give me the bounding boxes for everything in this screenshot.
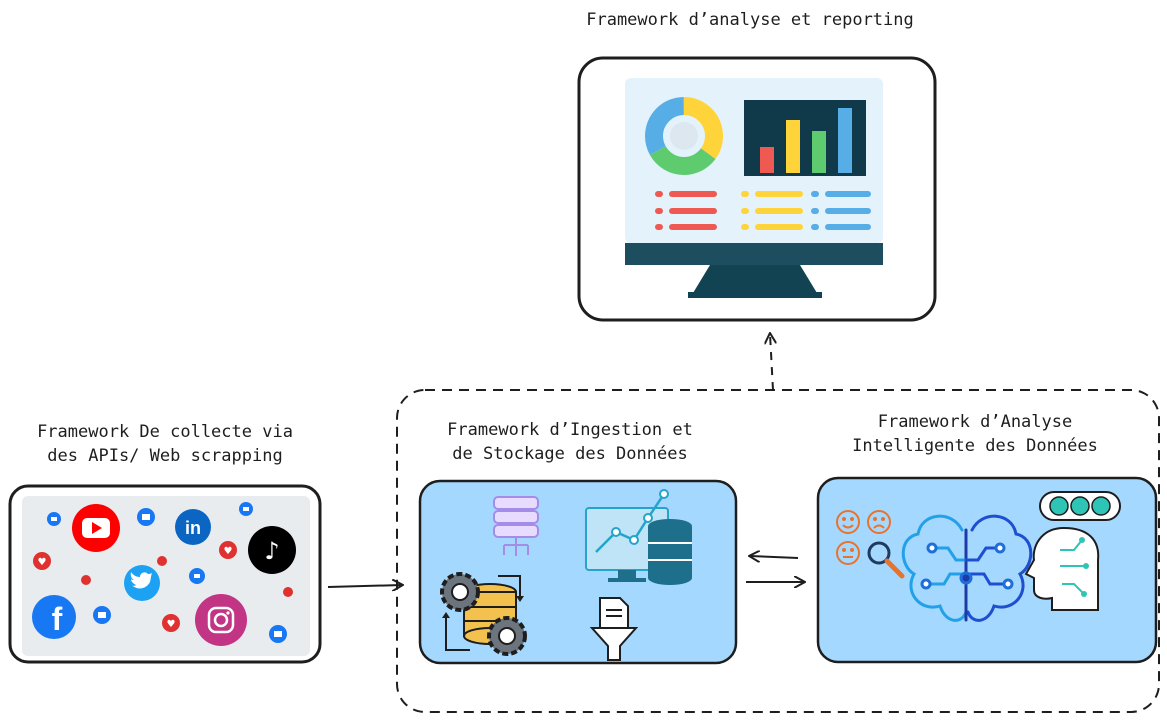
facebook-icon: f (32, 595, 76, 639)
tiktok-icon: ♪ (248, 526, 296, 574)
arrow-collecte-to-ingestion (327, 585, 402, 587)
dashboard-monitor-icon (625, 78, 883, 298)
linkedin-icon: in (175, 509, 211, 545)
svg-text:♥: ♥ (38, 557, 47, 568)
svg-text:in: in (185, 518, 201, 538)
heart-icon: ♥ ♥ ♥ (33, 541, 293, 632)
reporting-title: Framework d’analyse et reporting (586, 10, 914, 30)
arrow-group-to-reporting (770, 334, 773, 391)
reporting-box (577, 56, 937, 322)
svg-text:♥: ♥ (224, 546, 233, 557)
ingestion-box (418, 479, 738, 665)
ingestion-title: Framework d’Ingestion et de Stockage des… (447, 420, 693, 464)
collecte-box: in ♪ f (8, 484, 322, 664)
twitter-icon (124, 565, 160, 601)
ai-brain-icon (901, 514, 1033, 622)
processing-group-frame (396, 389, 1160, 713)
head-profile-icon (1024, 491, 1121, 611)
analyse-box (816, 476, 1158, 664)
collecte-title: Framework De collecte via des APIs/ Web … (37, 422, 293, 466)
analyse-title: Framework d’Analyse Intelligente des Don… (852, 412, 1098, 456)
youtube-icon (72, 504, 120, 552)
analytics-monitor-icon (585, 489, 692, 585)
database-server-icon (493, 496, 539, 556)
instagram-icon (195, 594, 247, 646)
svg-text:♥: ♥ (167, 619, 176, 630)
svg-text:f: f (52, 601, 63, 637)
filter-funnel-icon (589, 597, 639, 661)
database-gears-icon (440, 572, 527, 656)
emotion-faces-icon (836, 510, 905, 579)
svg-text:♪: ♪ (264, 537, 279, 565)
arrow-analyse-to-ingestion (750, 556, 799, 558)
like-icon-glyph (51, 507, 282, 637)
